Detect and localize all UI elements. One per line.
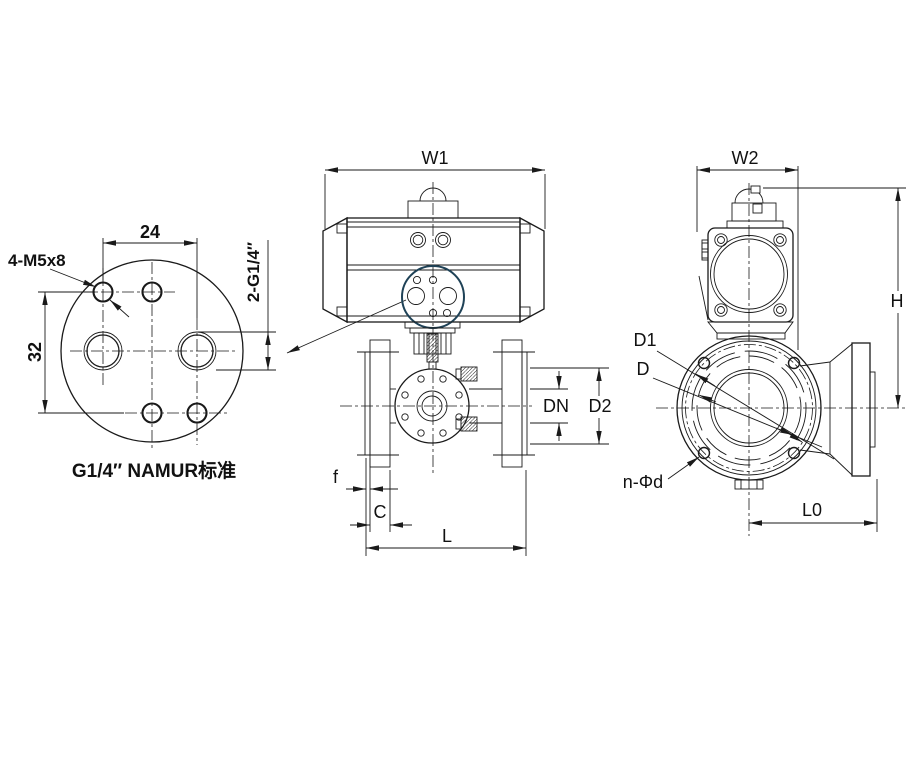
label-n-phi-d: n-Φd xyxy=(623,472,663,492)
dim-label-l: L xyxy=(442,526,452,546)
label-2-g14: 2-G1/4″ xyxy=(244,242,263,302)
m5-leader xyxy=(49,268,130,318)
dimension-d xyxy=(652,377,823,448)
dimension-l xyxy=(366,470,527,556)
dimension-dn-d2 xyxy=(530,367,609,445)
dim-label-24: 24 xyxy=(140,222,160,242)
actuator-valve-side-view: W2 xyxy=(623,148,906,536)
namur-detail-view: 24 32 4-M5x8 2-G1/4″ xyxy=(8,222,407,482)
air-ports xyxy=(410,232,451,248)
bolt-hole-leader xyxy=(667,456,700,480)
dimension-w1 xyxy=(324,167,546,229)
valve-stem xyxy=(426,333,439,363)
dim-label-w2: W2 xyxy=(732,148,759,168)
pipe-flange-left xyxy=(357,339,399,468)
dim-label-d2: D2 xyxy=(588,396,611,416)
pipe-flange-right xyxy=(469,339,535,468)
end-cap-right xyxy=(519,216,545,324)
dimension-l0 xyxy=(749,479,878,532)
detail-centerlines xyxy=(70,262,237,448)
dimension-c xyxy=(350,470,412,532)
dim-label-w1: W1 xyxy=(422,148,449,168)
side-bracket xyxy=(707,321,794,340)
dim-label-h: H xyxy=(891,291,904,311)
body-bolts xyxy=(455,366,478,432)
detail-caption: G1/4″ NAMUR标准 xyxy=(72,460,236,482)
valve-bonnet xyxy=(394,368,470,444)
dimension-24 xyxy=(102,238,198,318)
dimension-w2 xyxy=(696,166,799,350)
side-centerlines xyxy=(656,183,906,536)
actuator-end-face xyxy=(698,227,794,340)
end-cap-left xyxy=(322,216,348,324)
dim-label-l0: L0 xyxy=(802,500,822,520)
label-4-m5x8: 4-M5x8 xyxy=(8,251,66,270)
dim-label-c: C xyxy=(374,502,387,522)
dimension-32 xyxy=(38,291,124,414)
g14-port-left xyxy=(83,331,123,371)
dimension-f xyxy=(346,458,398,556)
g14-port-right xyxy=(177,331,217,371)
g14-port-dimension xyxy=(198,240,276,371)
drain-boss xyxy=(734,479,764,490)
dimension-h xyxy=(763,187,906,408)
front-centerlines xyxy=(340,182,532,475)
dim-label-dn: DN xyxy=(543,396,569,416)
namur-interface-ports xyxy=(407,275,457,318)
dim-label-d: D xyxy=(637,359,650,379)
detail-leader-arrow xyxy=(286,299,407,354)
branch-flange xyxy=(799,342,876,477)
top-cap xyxy=(726,185,784,229)
valve-flange-face xyxy=(676,335,822,490)
dim-label-f: f xyxy=(333,467,339,487)
dim-label-32: 32 xyxy=(25,342,45,362)
flange-bolt-holes xyxy=(697,356,801,460)
actuator-valve-front-view: W1 xyxy=(322,148,612,556)
dim-label-d1: D1 xyxy=(633,330,656,350)
